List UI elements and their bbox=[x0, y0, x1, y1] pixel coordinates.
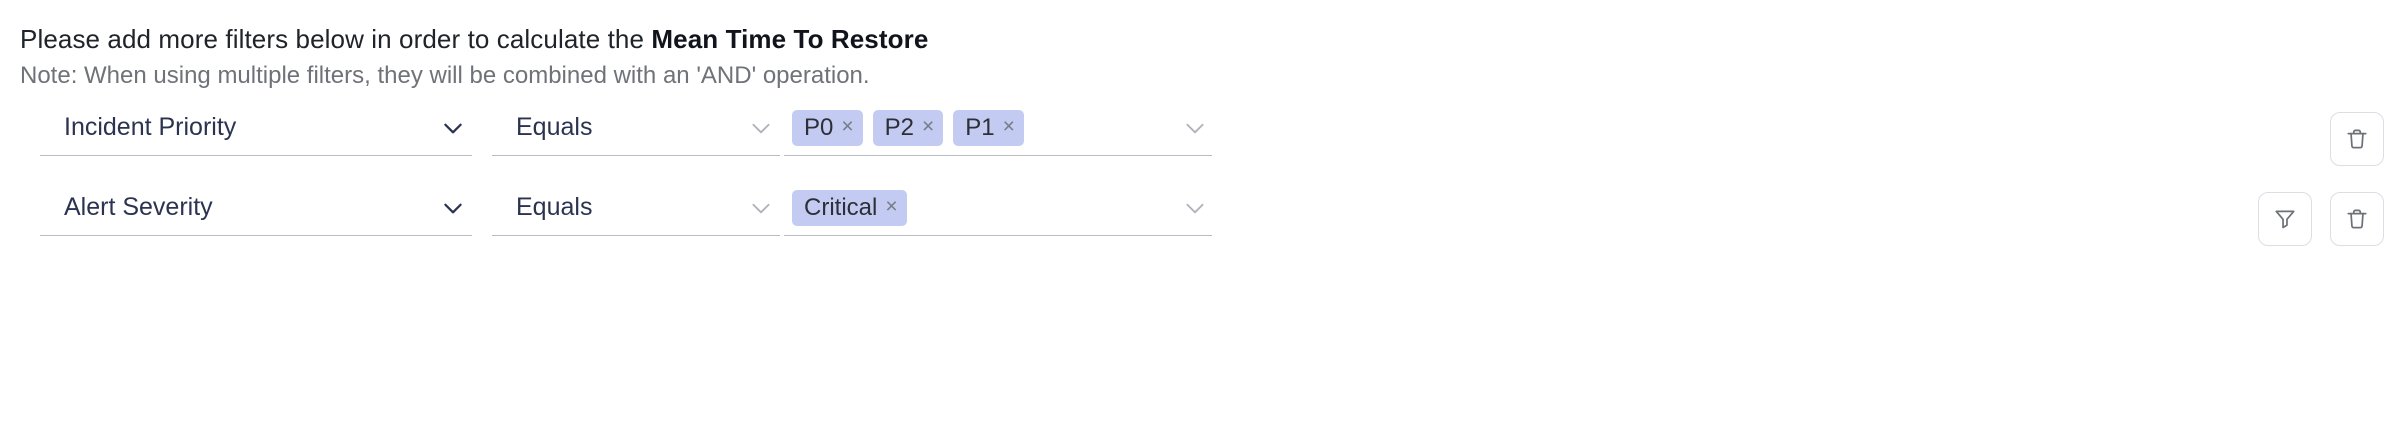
instruction-metric-name: Mean Time To Restore bbox=[651, 24, 929, 54]
filter-rows: Incident Priority Equals P0 × P2 × bbox=[0, 100, 2408, 260]
operator-select-value-0: Equals bbox=[516, 113, 593, 141]
remove-chip-icon[interactable]: × bbox=[921, 115, 935, 138]
filters-note: Note: When using multiple filters, they … bbox=[20, 62, 870, 89]
chevron-down-icon bbox=[444, 203, 462, 213]
attribute-select-0[interactable]: Incident Priority bbox=[40, 100, 472, 156]
chevron-down-icon bbox=[752, 203, 770, 213]
chevron-down-icon bbox=[444, 123, 462, 133]
remove-chip-icon[interactable]: × bbox=[1002, 115, 1015, 138]
value-chip[interactable]: P2 × bbox=[872, 109, 944, 146]
filter-row: Incident Priority Equals P0 × P2 × bbox=[0, 100, 2408, 180]
value-chip-label: P2 bbox=[884, 113, 914, 141]
page-instruction: Please add more filters below in order t… bbox=[20, 24, 928, 54]
operator-select-0[interactable]: Equals bbox=[492, 100, 780, 156]
filter-row: Alert Severity Equals Critical × bbox=[0, 180, 2408, 260]
trash-icon bbox=[2347, 209, 2367, 229]
operator-select-value-1: Equals bbox=[516, 193, 593, 221]
trash-icon bbox=[2347, 129, 2367, 149]
value-multiselect-1[interactable]: Critical × bbox=[784, 180, 1212, 236]
value-chip[interactable]: P1 × bbox=[953, 109, 1024, 146]
instruction-prefix: Please add more filters below in order t… bbox=[20, 24, 652, 54]
value-chip-label: P0 bbox=[804, 113, 834, 141]
delete-filter-button[interactable] bbox=[2330, 192, 2384, 246]
value-chip[interactable]: P0 × bbox=[792, 109, 863, 146]
funnel-icon bbox=[2275, 210, 2295, 229]
chevron-down-icon bbox=[1186, 203, 1204, 213]
selected-values-0: P0 × P2 × P1 × bbox=[792, 109, 1174, 146]
value-chip-label: Critical bbox=[804, 193, 878, 221]
value-multiselect-0[interactable]: P0 × P2 × P1 × bbox=[784, 100, 1212, 156]
remove-chip-icon[interactable]: × bbox=[841, 115, 854, 138]
attribute-select-value-0: Incident Priority bbox=[64, 113, 237, 141]
chevron-down-icon bbox=[752, 123, 770, 133]
attribute-select-value-1: Alert Severity bbox=[64, 193, 213, 221]
row-actions-1 bbox=[2258, 192, 2384, 246]
operator-select-1[interactable]: Equals bbox=[492, 180, 780, 236]
value-chip[interactable]: Critical × bbox=[792, 189, 907, 226]
value-chip-label: P1 bbox=[965, 113, 995, 141]
chevron-down-icon bbox=[1186, 123, 1204, 133]
attribute-select-1[interactable]: Alert Severity bbox=[40, 180, 472, 236]
remove-chip-icon[interactable]: × bbox=[885, 195, 898, 218]
add-filter-button[interactable] bbox=[2258, 192, 2312, 246]
row-actions-0 bbox=[2330, 112, 2384, 166]
selected-values-1: Critical × bbox=[792, 189, 1174, 226]
delete-filter-button[interactable] bbox=[2330, 112, 2384, 166]
